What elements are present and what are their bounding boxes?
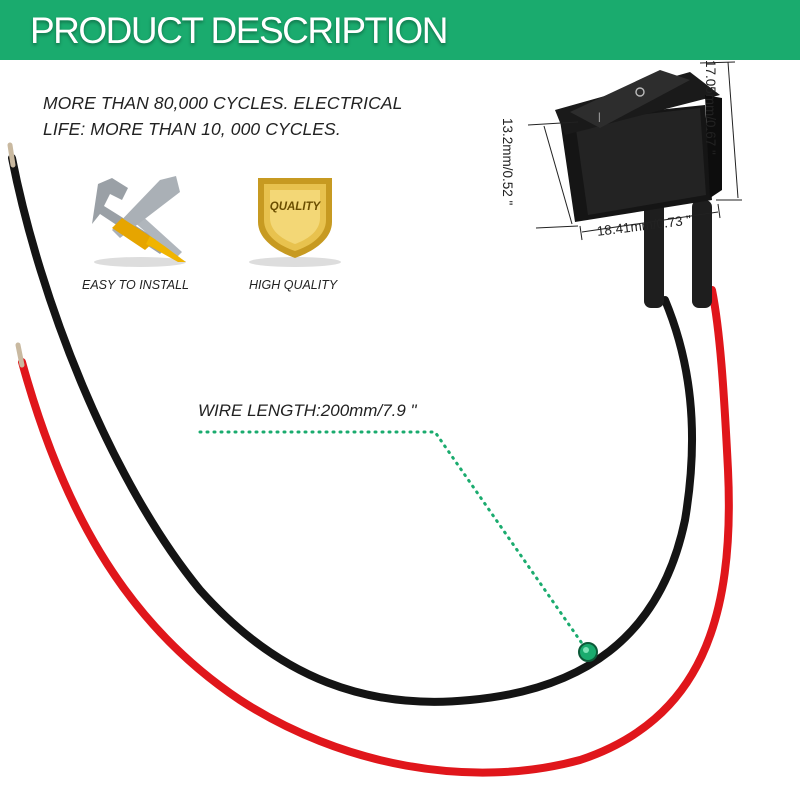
black-wire-tip	[7, 142, 16, 168]
dimension-lines	[527, 61, 742, 241]
height-dimension: 13.2mm/0.52 "	[500, 118, 515, 206]
terminal-sleeve-left	[644, 200, 664, 308]
high-quality-label: HIGH QUALITY	[249, 278, 338, 292]
black-wire	[8, 154, 697, 706]
red-wire-tip	[15, 342, 25, 368]
quality-badge-text: QUALITY	[270, 201, 322, 213]
rocker-switch: |	[555, 70, 722, 222]
red-wire	[18, 286, 733, 777]
off-mark-icon: |	[598, 112, 601, 123]
on-mark-icon	[635, 87, 645, 97]
easy-install-label: EASY TO INSTALL	[82, 278, 189, 292]
header-bar: PRODUCT DESCRIPTION	[0, 0, 800, 60]
tools-icon	[92, 176, 186, 267]
spec-description: MORE THAN 80,000 CYCLES. ELECTRICAL LIFE…	[43, 93, 403, 139]
wire-length-label: WIRE LENGTH:200mm/7.9 "	[198, 401, 417, 420]
terminal-sleeve-right	[692, 200, 712, 308]
depth-dimension: 17.05mm/0.67 "	[703, 60, 718, 155]
quality-badge-icon: QUALITY	[249, 178, 341, 267]
wire-length-leader	[198, 430, 590, 654]
page-title: PRODUCT DESCRIPTION	[30, 10, 448, 51]
